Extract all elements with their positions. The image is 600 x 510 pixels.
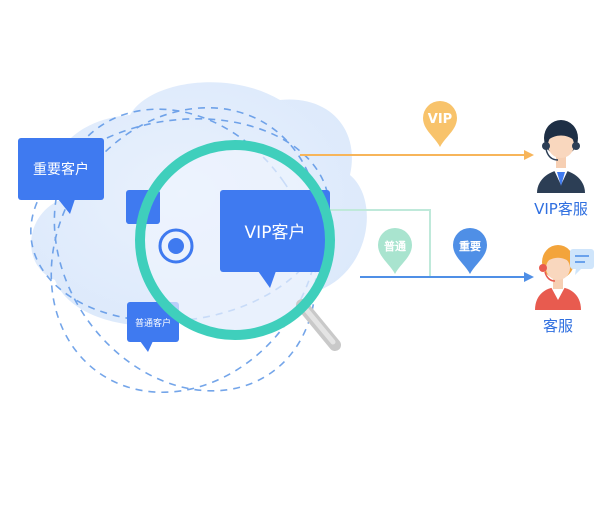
- normal-route-line: [330, 209, 431, 277]
- vip-route-arrow: [524, 150, 534, 160]
- vip-customer-bubble: VIP客户: [220, 190, 330, 288]
- headset-agent-icon: VIP客服: [534, 120, 588, 218]
- routing-lines: [300, 150, 534, 282]
- support-agent-icon: 客服: [535, 245, 581, 335]
- vip-pin: VIP: [423, 101, 457, 147]
- important-customer-bubble: 重要客户: [18, 138, 104, 214]
- regular-agent-label: 客服: [543, 317, 573, 335]
- important-pin-label: 重要: [459, 239, 481, 253]
- normal-pin-label: 普通: [384, 239, 406, 253]
- normal-customer-label: 普通客户: [135, 317, 171, 329]
- vip-agent-label: VIP客服: [534, 200, 588, 218]
- target-icon: [158, 228, 194, 264]
- chat-icon: [570, 249, 594, 275]
- important-customer-label: 重要客户: [33, 161, 89, 178]
- vip-customer-label: VIP客户: [245, 223, 306, 243]
- regular-route-arrow: [524, 272, 534, 282]
- magnifier-icon: [135, 140, 341, 351]
- vip-pin-label: VIP: [428, 112, 452, 127]
- normal-pin: 普通: [378, 228, 412, 274]
- important-pin: 重要: [453, 228, 487, 274]
